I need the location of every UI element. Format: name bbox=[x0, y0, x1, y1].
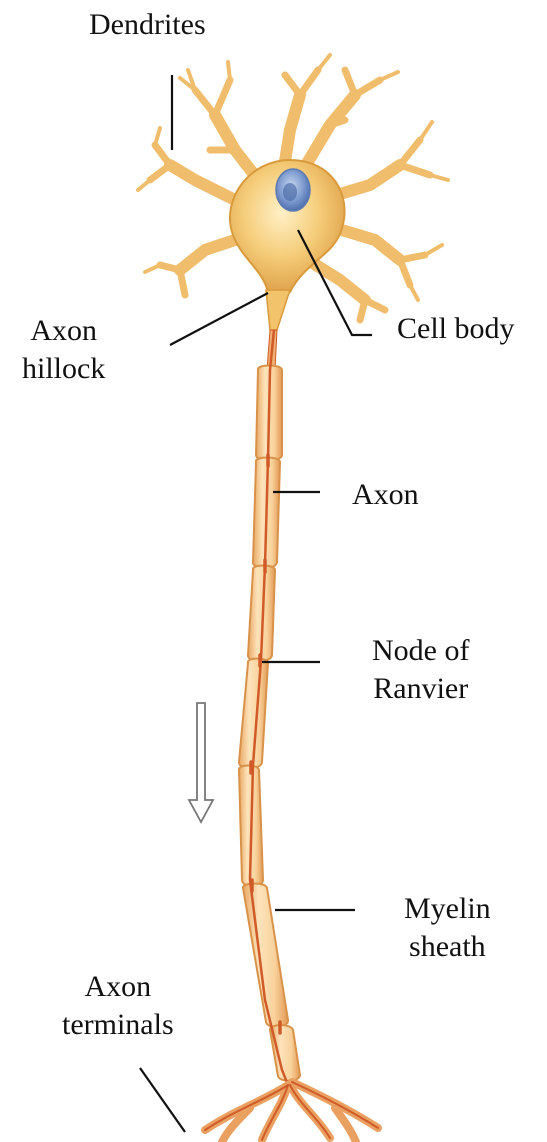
axon-label: Axon bbox=[352, 476, 419, 514]
axon-terminals bbox=[205, 1082, 378, 1142]
down-arrow-icon bbox=[189, 703, 213, 822]
myelin-sheath bbox=[239, 366, 300, 1081]
axon-terminals-leader bbox=[140, 1068, 185, 1132]
nucleus bbox=[276, 169, 310, 211]
axon-hillock bbox=[266, 290, 290, 330]
axon-terminals-label: Axon terminals bbox=[62, 968, 174, 1044]
cell-body-label: Cell body bbox=[397, 310, 515, 348]
dendrites-label: Dendrites bbox=[89, 6, 206, 44]
axon-hillock-label: Axon hillock bbox=[22, 312, 105, 388]
axon-hillock-leader bbox=[170, 293, 268, 345]
node-of-ranvier-label: Node of Ranvier bbox=[372, 632, 469, 708]
myelin-sheath-label: Myelin sheath bbox=[404, 890, 491, 966]
